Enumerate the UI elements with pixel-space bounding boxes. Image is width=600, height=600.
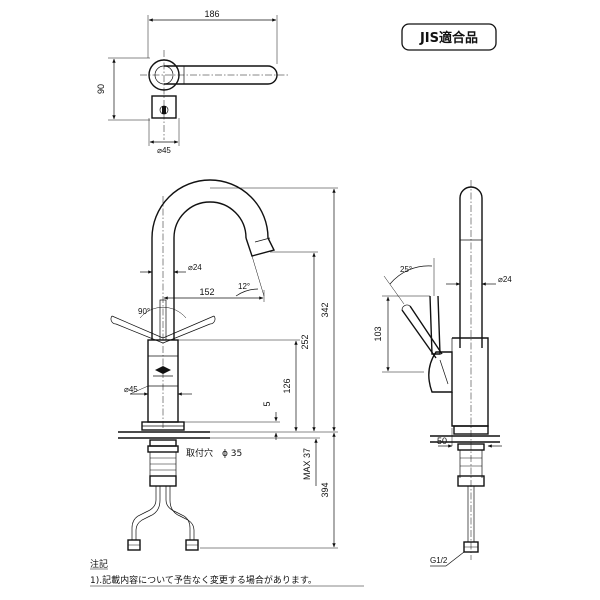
notes: 注記 1).記載内容について予告なく変更する場合があります。 xyxy=(90,558,364,587)
jis-badge: JIS適合品 xyxy=(401,23,497,51)
side-thread-label: G1/2 xyxy=(430,556,448,565)
top-depth-label: 90 xyxy=(96,84,106,94)
front-spout-angle-label: 12° xyxy=(238,282,250,291)
top-width-label: 186 xyxy=(204,9,219,19)
notes-line-1: 1).記載内容について予告なく変更する場合があります。 xyxy=(90,574,317,586)
side-view: ⌀24 25° 103 50 xyxy=(373,180,512,567)
jis-badge-label: JIS適合品 xyxy=(419,30,478,46)
front-lever-angle-label: 90° xyxy=(138,307,150,316)
front-max-thickness-label: MAX 37 xyxy=(302,448,312,480)
front-height-total-label: 342 xyxy=(320,302,330,317)
top-view: 186 90 ⌀45 xyxy=(96,9,290,155)
front-spout-dia-label: ⌀24 xyxy=(188,263,202,272)
notes-title: 注記 xyxy=(90,558,108,570)
front-height-outlet-label: 252 xyxy=(300,334,310,349)
side-spout-dia-label: ⌀24 xyxy=(498,275,512,284)
front-height-body-label: 126 xyxy=(282,378,292,393)
top-dia-label: ⌀45 xyxy=(157,146,171,155)
side-lever-height-label: 103 xyxy=(373,326,383,341)
front-mount-hole-label: 取付穴 ϕ 35 xyxy=(186,447,242,459)
side-lever-angle-label: 25° xyxy=(400,265,412,274)
front-body-dia-label: ⌀45 xyxy=(124,385,138,394)
side-base-label: 50 xyxy=(437,436,447,446)
front-view: ⌀24 152 12° 90° ⌀45 xyxy=(110,179,338,551)
front-hose-length-label: 394 xyxy=(320,482,330,497)
front-reach-label: 152 xyxy=(199,287,214,297)
front-base-gap-label: 5 xyxy=(262,401,272,406)
